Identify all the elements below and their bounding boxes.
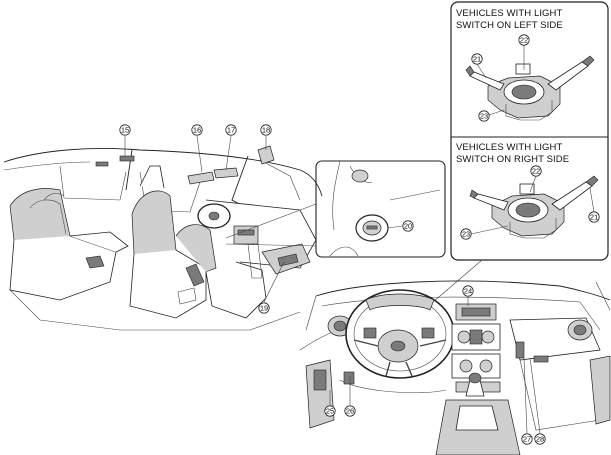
- leader-16: [196, 135, 203, 173]
- leader-23a: [488, 109, 505, 116]
- callout-28: 28: [534, 433, 546, 445]
- callout-15: 15: [119, 124, 131, 136]
- zoom-line-lower: [225, 243, 317, 247]
- svg-text:21: 21: [473, 55, 481, 64]
- svg-text:25: 25: [326, 407, 334, 416]
- leader-17: [225, 135, 232, 171]
- svg-text:17: 17: [227, 126, 235, 135]
- leader-19: [263, 261, 285, 303]
- svg-text:22: 22: [520, 36, 528, 45]
- leader-28: [529, 357, 541, 434]
- svg-text:24: 24: [464, 287, 472, 296]
- inset-right-title-line2: SWITCH ON RIGHT SIDE: [456, 154, 569, 165]
- callout-18: 18: [260, 124, 272, 136]
- callout-17: 17: [225, 124, 237, 136]
- svg-text:27: 27: [523, 435, 531, 444]
- callout-25: 25: [324, 405, 336, 417]
- svg-text:19: 19: [260, 304, 268, 313]
- leader-21a: [476, 63, 487, 79]
- leader-27: [523, 357, 528, 434]
- callout-24: 24: [462, 285, 474, 297]
- callout-26: 26: [344, 405, 356, 417]
- callout-16: 16: [191, 124, 203, 136]
- inset-left-title-line2: SWITCH ON LEFT SIDE: [456, 20, 563, 31]
- combination-switch-left-drawing: [465, 55, 595, 121]
- svg-text:15: 15: [121, 126, 129, 135]
- inset-right-title-line1: VEHICLES WITH LIGHT: [456, 142, 563, 153]
- dashboard-drawing: [299, 280, 611, 455]
- svg-text:23: 23: [462, 230, 470, 239]
- zoom-line-upper: [225, 203, 317, 239]
- car-interior-drawing: [3, 145, 323, 331]
- svg-text:23: 23: [480, 112, 488, 121]
- svg-text:21: 21: [590, 213, 598, 222]
- callout-21b: 21: [588, 211, 600, 223]
- inset-left-title-line1: VEHICLES WITH LIGHT: [456, 8, 563, 19]
- callout-22a: 22: [518, 34, 530, 46]
- ignition-detail-inset: [315, 160, 446, 258]
- callout-27: 27: [521, 433, 533, 445]
- callout-23b: 23: [460, 228, 472, 240]
- svg-text:26: 26: [346, 407, 354, 416]
- leader-20: [387, 225, 403, 229]
- leader-22b: [529, 175, 537, 193]
- svg-text:16: 16: [193, 126, 201, 135]
- svg-text:28: 28: [536, 435, 544, 444]
- switch-inset-panel: [450, 1, 609, 261]
- svg-text:20: 20: [404, 222, 412, 231]
- callout-20: 20: [402, 220, 414, 232]
- combination-switch-right-drawing: [469, 175, 599, 239]
- callout-23a: 23: [478, 110, 490, 122]
- callout-19: 19: [258, 302, 270, 314]
- leader-23b: [470, 225, 509, 235]
- svg-text:18: 18: [262, 126, 270, 135]
- svg-text:22: 22: [532, 167, 540, 176]
- callout-21a: 21: [471, 53, 483, 65]
- callout-22b: 22: [530, 165, 542, 177]
- leader-21b: [589, 187, 595, 213]
